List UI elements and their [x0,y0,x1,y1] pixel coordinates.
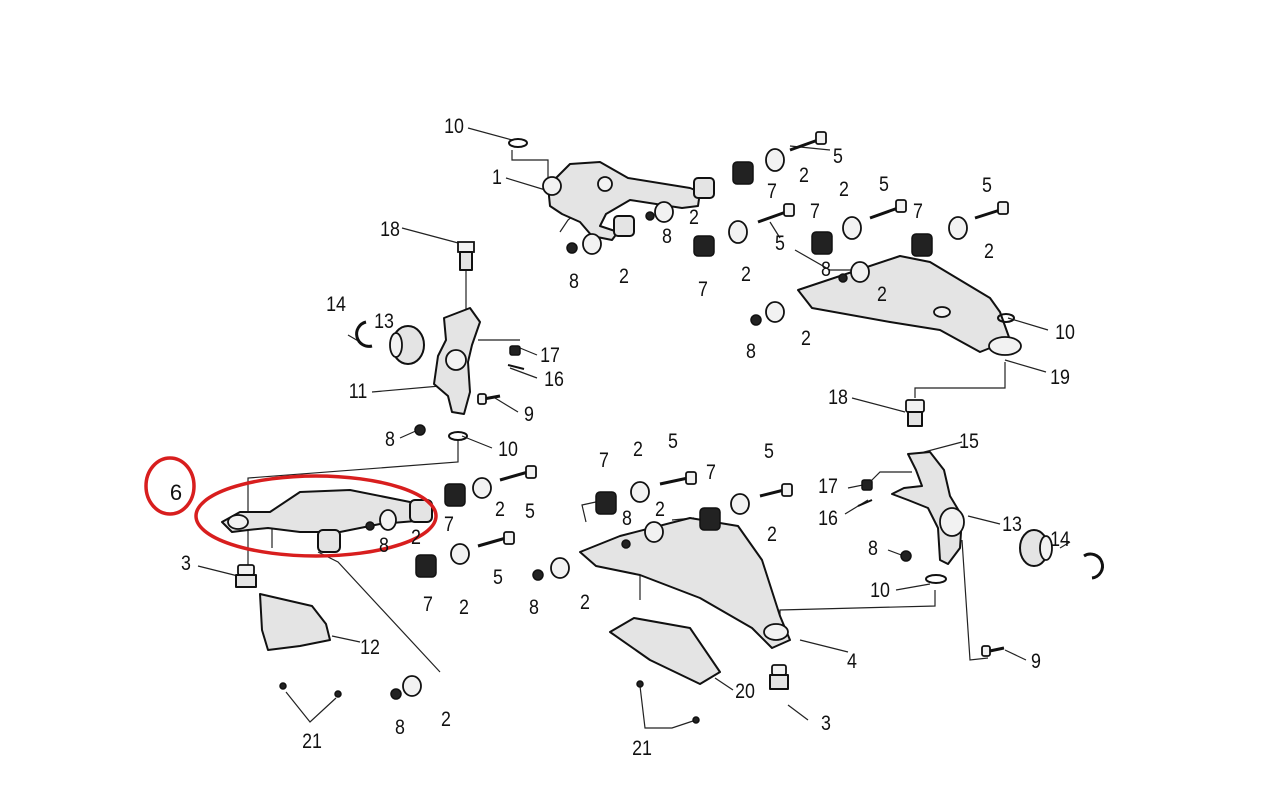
callout-label: 10 [1055,321,1075,345]
callout-label: 2 [984,240,994,264]
callout-label: 21 [632,737,652,761]
callout-label: 5 [775,232,785,256]
callout-label: 8 [385,428,395,452]
callout-label: 2 [411,526,421,550]
callout-label: 8 [529,596,539,620]
right-knuckle [857,399,1104,657]
callout-label: 2 [580,591,590,615]
callout-label: 8 [622,507,632,531]
callout-label: 2 [441,708,451,732]
callout-label: 2 [741,263,751,287]
callout-label: 2 [877,283,887,307]
callout-label: 5 [525,500,535,524]
callout-label: 20 [735,680,755,704]
callout-label: 7 [810,200,820,224]
callout-label: 7 [706,461,716,485]
callout-label: 2 [633,438,643,462]
callout-label: 2 [619,265,629,289]
callout-label: 8 [868,537,878,561]
callout-label: 10 [444,115,464,139]
callout-label: 7 [767,180,777,204]
callout-label: 2 [689,206,699,230]
callout-label: 8 [821,258,831,282]
callout-label: 13 [1002,513,1022,537]
callout-label: 10 [870,579,890,603]
callout-label: 1 [492,166,502,190]
callout-label: 16 [818,507,838,531]
callout-label: 3 [821,712,831,736]
lower-a-arm-middle [532,471,793,724]
highlight-ellipse [194,474,438,558]
callout-label: 10 [498,438,518,462]
callout-label: 11 [349,380,368,404]
callout-label: 9 [524,403,534,427]
callout-label: 8 [746,340,756,364]
callout-label: 3 [181,552,191,576]
callout-label: 15 [959,430,979,454]
callout-label: 2 [801,327,811,351]
callout-label: 13 [374,310,394,334]
callout-label: 8 [662,225,672,249]
callout-label: 7 [444,513,454,537]
callout-label: 7 [698,278,708,302]
highlight-annotation: 6 [144,456,438,558]
callout-label: 17 [540,344,560,368]
callout-label: 5 [493,566,503,590]
callout-label: 2 [655,498,665,522]
callout-label: 21 [302,730,322,754]
callout-label: 17 [818,475,838,499]
callout-label: 7 [423,593,433,617]
callout-labels: 10 1 18 5 2 7 2 8 8 2 7 2 5 7 2 5 7 5 2 … [181,115,1075,761]
top-hardware [457,131,827,271]
lower-a-arm-right [750,199,1022,356]
callout-label: 8 [379,534,389,558]
left-knuckle [355,307,525,441]
callout-label: 9 [1031,650,1041,674]
callout-label: 4 [847,650,857,674]
lower-a-arm-left [221,465,537,700]
callout-label: 2 [495,498,505,522]
callout-label: 7 [599,449,609,473]
highlight-circle [144,456,196,516]
callout-label: 5 [668,430,678,454]
upper-a-arm-top [542,161,715,241]
callout-label: 18 [380,218,400,242]
callout-label: 12 [360,636,380,660]
callout-label: 2 [799,164,809,188]
callout-label: 2 [767,523,777,547]
callout-label: 5 [833,145,843,169]
callout-label: 19 [1050,366,1070,390]
highlight-label: 6 [170,480,182,505]
callout-label: 8 [569,270,579,294]
callout-label: 5 [879,173,889,197]
callout-label: 14 [1050,528,1070,552]
callout-label: 5 [982,174,992,198]
callout-label: 8 [395,716,405,740]
callout-label: 7 [913,200,923,224]
callout-label: 2 [839,178,849,202]
callout-label: 5 [764,440,774,464]
callout-label: 14 [326,293,346,317]
callout-label: 2 [459,596,469,620]
callout-label: 16 [544,368,564,392]
callout-label: 18 [828,386,848,410]
